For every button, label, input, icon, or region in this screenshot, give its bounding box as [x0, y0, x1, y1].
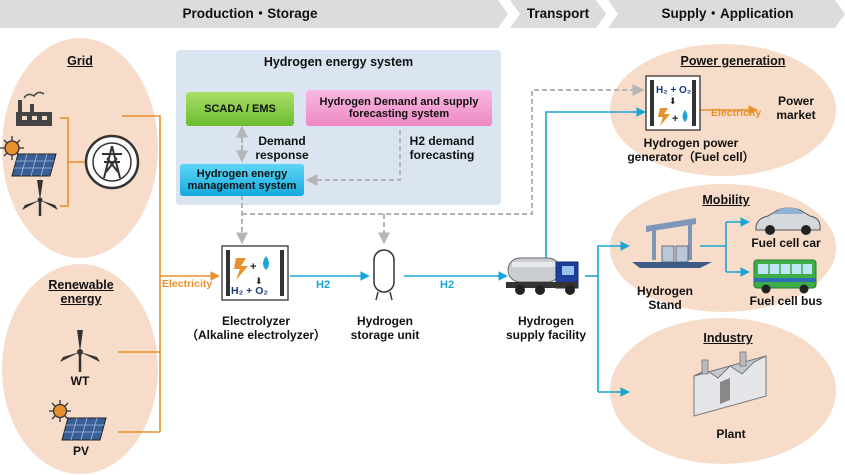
fuel-cell-car-label: Fuel cell car [751, 236, 821, 250]
fuel-cell-bus-label: Fuel cell bus [749, 294, 823, 308]
h2-label-2: H2 [440, 279, 455, 291]
svg-text:+: + [250, 261, 256, 273]
electrolyzer-products: H₂ + O₂ [231, 285, 269, 297]
h2-label-1: H2 [316, 279, 331, 291]
power-market-label: Power market [776, 94, 816, 122]
electrolyzer-label: Electrolyzer （Alkaline electrolyzer） [186, 314, 327, 342]
banner-production-bg [0, 0, 508, 28]
power-generator-label: Hydrogen power generator（Fuel cell） [627, 136, 755, 164]
pv-label: PV [72, 444, 89, 458]
power-electricity-label: Electricity [711, 107, 762, 119]
power-title: Power generation [680, 54, 786, 68]
banner-transport-bg [510, 0, 606, 28]
grid-title: Grid [67, 54, 93, 68]
h2-demand-label: H2 demand forecasting [409, 134, 475, 162]
banner-supply: Supply・Application [661, 6, 794, 21]
banner-supply-bg [608, 0, 845, 28]
banner-transport: Transport [526, 6, 590, 21]
hems-box[interactable]: Hydrogen energy management system [180, 164, 304, 196]
electricity-label: Electricity [162, 278, 213, 290]
hydrogen-stand-label: Hydrogen Stand [636, 284, 693, 312]
plant-label: Plant [716, 427, 746, 441]
svg-text:+: + [672, 113, 678, 125]
scada-ems-box[interactable]: SCADA / EMS [186, 92, 294, 126]
demand-response-label: Demand response [255, 134, 309, 162]
svg-text:⬇: ⬇ [669, 96, 677, 106]
industry-title: Industry [703, 331, 753, 345]
hes-title: Hydrogen energy system [263, 55, 414, 69]
supply-facility-label: Hydrogen supply facility [505, 314, 587, 342]
banner-production: Production・Storage [182, 6, 318, 21]
mobility-ellipse [610, 184, 836, 312]
forecasting-system-box[interactable]: Hydrogen Demand and supply forecasting s… [306, 90, 492, 126]
mobility-title: Mobility [702, 193, 750, 207]
renewable-title: Renewable energy [48, 278, 114, 306]
fuel-cell-inputs: H₂ + O₂ [656, 85, 692, 96]
storage-label: Hydrogen storage unit [350, 314, 420, 342]
svg-text:⬇: ⬇ [255, 276, 263, 286]
wt-label: WT [70, 374, 90, 388]
